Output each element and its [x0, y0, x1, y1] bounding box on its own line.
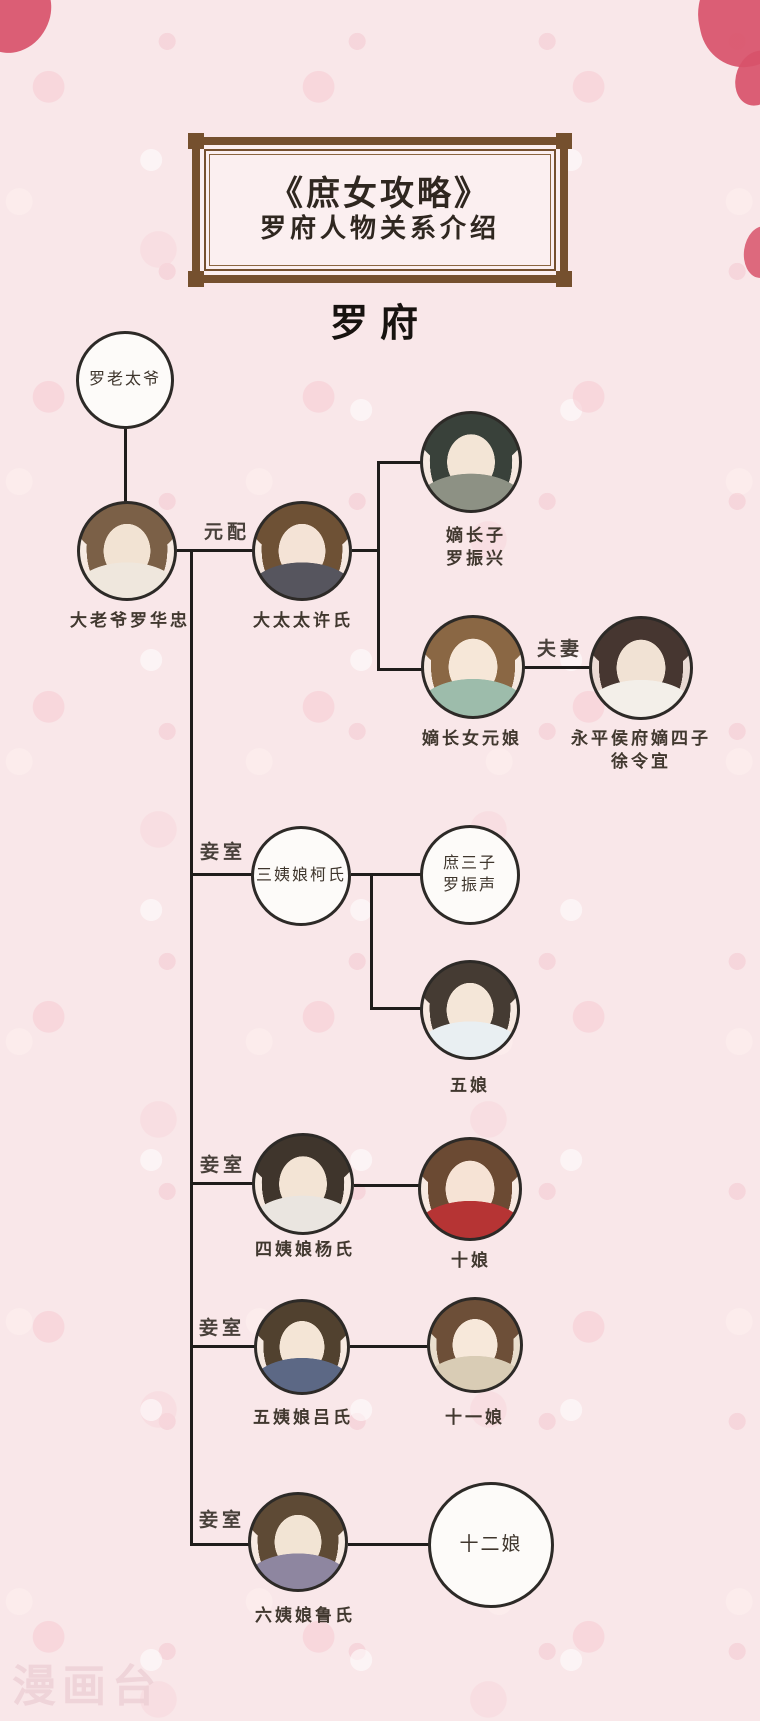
connector-line — [192, 1543, 249, 1546]
label-di-zhang-nv: 嫡长女元娘 — [422, 729, 522, 748]
node-label-line2: 罗振声 — [442, 877, 497, 894]
portrait-shi-niang — [418, 1137, 522, 1241]
label-line2: 罗振兴 — [446, 549, 506, 568]
label-da-taitai: 大太太许氏 — [253, 611, 353, 630]
frame-corner — [556, 133, 572, 149]
label-da-laoye: 大老爷罗华忠 — [70, 611, 190, 630]
connector-line — [192, 1345, 255, 1348]
relation-label-qieshi-4: 妾室 — [198, 1510, 245, 1531]
portrait-liu-yiniang-lu-shi — [248, 1492, 348, 1592]
node-label-line1: 庶三子 — [442, 855, 497, 872]
connector-line — [377, 668, 423, 671]
portrait-di-zhang-zi-luo-zhenxing — [420, 411, 522, 513]
portrait-wu-niang — [420, 960, 520, 1060]
node-shu-san-zi-luo-zhensheng: 庶三子 罗振声 — [420, 825, 520, 925]
portrait-wu-yiniang-lv-shi — [254, 1299, 350, 1395]
label-line1: 永平侯府嫡四子 — [571, 729, 711, 748]
label-line1: 嫡长子 — [446, 526, 506, 545]
relation-label-qieshi-3: 妾室 — [198, 1318, 245, 1339]
frame-corner — [556, 271, 572, 287]
connector-line — [350, 1345, 428, 1348]
node-shier-niang: 十二娘 — [428, 1482, 554, 1608]
label-wu-niang: 五娘 — [450, 1076, 490, 1095]
relation-label-yuanpei: 元配 — [203, 522, 250, 543]
portrait-xu-lingyi — [589, 616, 693, 720]
node-san-yiniang-ke-shi: 三姨娘柯氏 — [251, 826, 351, 926]
connector-line — [354, 1184, 419, 1187]
relation-label-qieshi-2: 妾室 — [199, 1155, 246, 1176]
title-frame-inner2: 《庶女攻略》 罗府人物关系介绍 — [209, 154, 551, 266]
page-subtitle: 罗府人物关系介绍 — [259, 214, 500, 243]
node-label: 三姨娘柯氏 — [255, 867, 346, 884]
connector-line — [177, 549, 253, 552]
title-frame-inner: 《庶女攻略》 罗府人物关系介绍 — [204, 149, 556, 271]
connector-line — [370, 1007, 421, 1010]
series-title: 《庶女攻略》 — [269, 176, 491, 213]
portrait-da-taitai-xu-shi — [252, 501, 352, 601]
connector-line — [370, 873, 373, 1010]
connector-line — [190, 549, 193, 1546]
portrait-di-zhang-nv-yuan-niang — [421, 615, 525, 719]
manhuatai-watermark: 漫画台 — [12, 1662, 162, 1711]
connector-line — [348, 1543, 429, 1546]
connector-line — [377, 461, 380, 671]
label-liu-yiniang: 六姨娘鲁氏 — [255, 1606, 355, 1625]
connector-line — [524, 666, 590, 669]
connector-line — [192, 1182, 253, 1185]
connector-line — [124, 429, 127, 503]
connector-line — [351, 873, 421, 876]
node-label: 十二娘 — [459, 1534, 523, 1555]
node-luo-laotaiye: 罗老太爷 — [76, 331, 174, 429]
connector-line — [192, 873, 252, 876]
portrait-si-yiniang-yang-shi — [252, 1133, 354, 1235]
household-heading: 罗府 — [329, 303, 430, 345]
label-xu-lingyi: 永平侯府嫡四子 徐令宜 — [531, 727, 751, 773]
portrait-shiyi-niang — [427, 1297, 523, 1393]
label-di-zhang-zi: 嫡长子 罗振兴 — [366, 524, 586, 570]
connector-line — [377, 461, 422, 464]
label-line2: 徐令宜 — [611, 752, 671, 771]
label-si-yiniang: 四姨娘杨氏 — [255, 1240, 355, 1259]
label-shiyi-niang: 十一娘 — [445, 1408, 505, 1427]
petal-decoration — [0, 0, 62, 64]
frame-corner — [188, 271, 204, 287]
frame-corner — [188, 133, 204, 149]
portrait-da-laoye-luo-huazhong — [77, 501, 177, 601]
relation-label-fuqi: 夫妻 — [536, 639, 583, 660]
node-label: 罗老太爷 — [88, 371, 161, 388]
connector-line — [352, 549, 380, 552]
label-shi-niang: 十娘 — [451, 1251, 491, 1270]
title-frame: 《庶女攻略》 罗府人物关系介绍 — [188, 133, 572, 287]
petal-decoration — [740, 223, 760, 281]
relation-label-qieshi-1: 妾室 — [199, 842, 246, 863]
label-wu-yiniang: 五姨娘吕氏 — [253, 1408, 353, 1427]
